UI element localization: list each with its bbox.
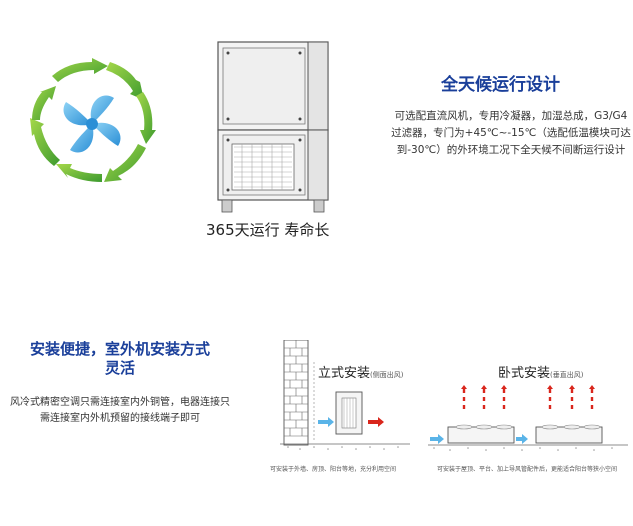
vertical-install-label: 立式安装(侧面出风) (318, 366, 404, 381)
fan-icon (30, 58, 156, 182)
horizontal-install-diagram (428, 385, 628, 455)
section1-title: 全天候运行设计 (441, 75, 560, 95)
horizontal-install-caption: 可安装于屋顶、平台、加上导风管配件后，更能适合阳台等狭小空间 (437, 466, 618, 473)
section2-description: 风冷式精密空调只需连接室内外铜管，电器连接只 需连接室内外机预留的接线端子即可 (10, 397, 230, 424)
unit-caption: 365天运行 寿命长 (206, 221, 330, 239)
horizontal-install-label: 卧式安装(垂直出风) (498, 366, 584, 381)
section2-title: 安装便捷，室外机安装方式 灵活 (29, 340, 210, 377)
ac-unit-illustration (216, 40, 336, 215)
fan-arrows-graphic (22, 52, 162, 192)
vertical-install-caption: 可安装于外墙、房顶、阳台等地，充分利用空间 (270, 466, 397, 473)
section1-description: 可选配直流风机，专用冷凝器，加湿总成，G3/G4 过滤器，专门为+45℃~-15… (391, 110, 631, 156)
vertical-install-diagram (280, 339, 410, 455)
